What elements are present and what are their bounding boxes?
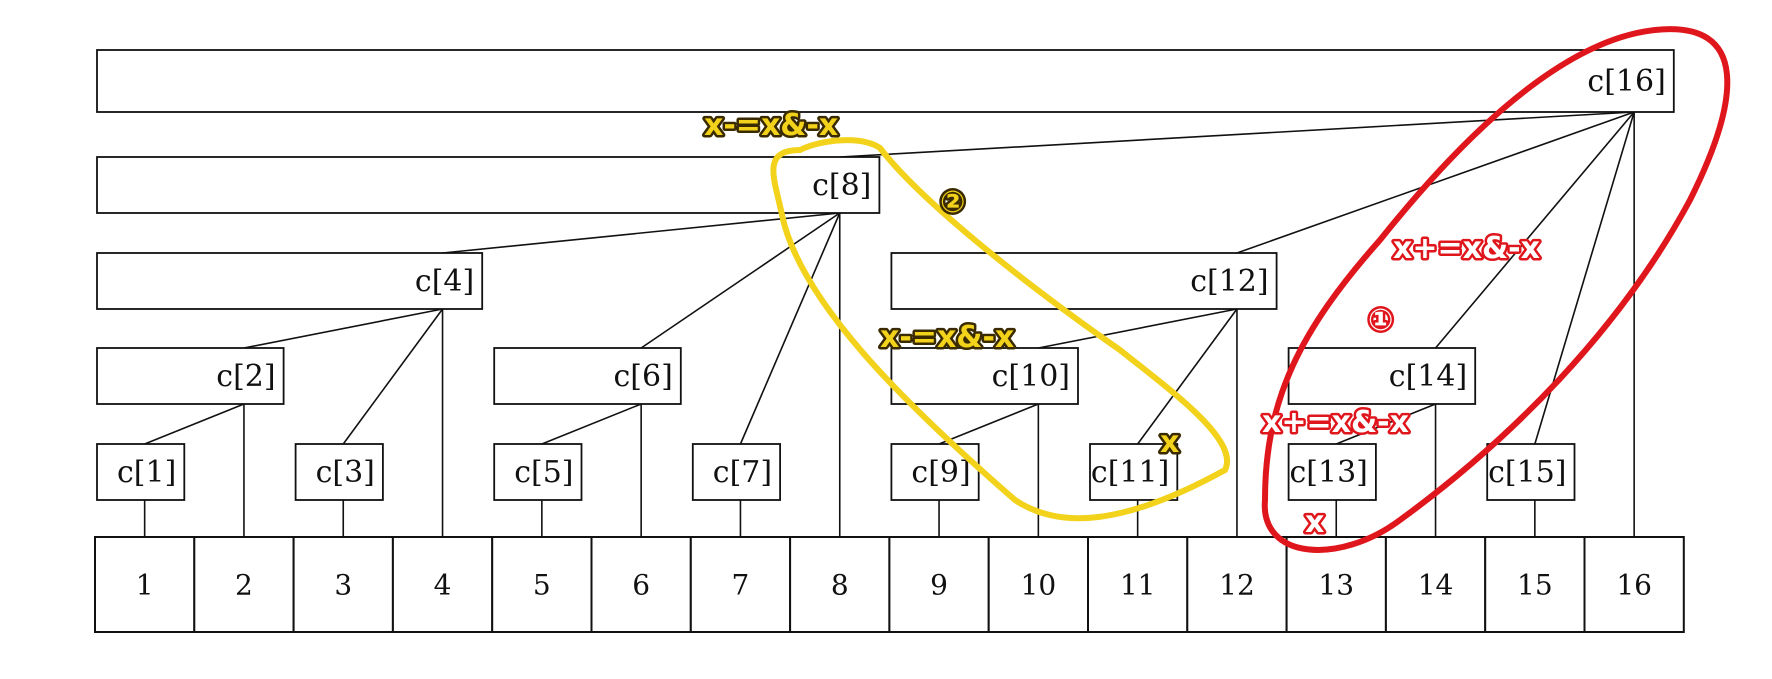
edge-c16-c15 [1534,111,1635,445]
node-box-c14 [1287,347,1477,405]
node-box-c2 [96,347,285,405]
array-cell-label-10: 10 [1021,569,1057,602]
node-label-c5: c[5] [514,455,573,490]
node-box-c13 [1287,443,1377,501]
node-box-c16 [96,49,1675,113]
node-label-c8: c[8] [812,168,871,203]
yellow-mid-annotation: x-=x&-x [880,320,1014,355]
array-cell-1 [94,536,196,633]
array-cell-4 [391,536,494,633]
edge-c8-c7 [739,212,841,445]
array-cell-label-15: 15 [1517,569,1553,602]
edge-c12-c10 [1038,308,1238,349]
tree-edges [143,111,1635,537]
array-cell-label-4: 4 [434,569,452,602]
edge-c6-c5 [541,403,642,445]
node-box-c11 [1089,443,1179,501]
node-label-c11: c[11] [1091,455,1169,490]
yellow-top-annotation: x-=x&-x [704,108,838,143]
node-box-c15 [1486,443,1576,501]
node-label-c4: c[4] [415,264,474,299]
node-box-c10 [890,347,1079,405]
array-cell-label-2: 2 [235,569,253,602]
node-label-c6: c[6] [614,359,673,394]
array-cell-3 [292,536,394,633]
array-cell-label-7: 7 [732,569,750,602]
array-cell-10 [987,536,1090,633]
node-box-c1 [96,443,186,501]
node-label-c15: c[15] [1488,455,1566,490]
yellow-query-outline [770,137,1230,522]
array-cell-label-8: 8 [831,569,849,602]
node-box-c3 [294,443,384,501]
edge-c4-c2 [243,308,443,349]
edge-c8-c4 [442,212,840,254]
edge-c8-c6 [640,212,841,349]
node-box-c4 [96,252,484,310]
node-label-c1: c[1] [117,455,176,490]
edge-c10-c9 [938,403,1039,445]
array-cell-label-11: 11 [1120,569,1156,602]
node-boxes: c[1] c[2] c[3] c[4] c[5] c[6] c[7] c[8] c[9] c[10… [96,49,1675,501]
node-label-c14: c[14] [1389,359,1467,394]
edge-c4-c3 [342,308,444,445]
edge-c2-c1 [144,403,245,445]
edge-c16-c12 [1236,111,1635,254]
node-label-c9: c[9] [911,455,970,490]
array-cell-label-12: 12 [1219,569,1255,602]
edge-c16-c14 [1434,111,1635,349]
array-cell-label-9: 9 [930,569,948,602]
array-cell-label-16: 16 [1616,569,1652,602]
edge-c14-c13 [1335,403,1436,445]
node-box-c7 [691,443,781,501]
node-label-c2: c[2] [216,359,275,394]
yellow-x-annotation: x [1160,425,1179,460]
array-cell-label-13: 13 [1318,569,1354,602]
yellow-circle-number: ② [940,185,965,220]
node-box-c6 [493,347,682,405]
edge-c16-c8 [839,111,1635,158]
array-cell-label-6: 6 [632,569,650,602]
node-box-c8 [96,156,881,214]
array-cell-label-5: 5 [533,569,551,602]
node-label-c7: c[7] [713,455,772,490]
array-cell-14 [1384,536,1487,633]
array-cell-12 [1186,536,1288,633]
array-cell-label-1: 1 [136,569,154,602]
array-cell-9 [888,536,990,633]
node-label-c10: c[10] [992,359,1070,394]
array-cell-7 [689,536,792,633]
array-cell-label-14: 14 [1418,569,1454,602]
red-update-outline [1261,26,1731,553]
node-label-c12: c[12] [1190,264,1268,299]
red-circle-number: ① [1368,303,1393,338]
node-label-c3: c[3] [316,455,375,490]
node-box-c5 [493,443,583,501]
array-cell-15 [1484,536,1586,633]
red-top-annotation: x+=x&-x [1393,231,1540,266]
node-box-c12 [890,252,1278,310]
array-cell-2 [193,536,295,633]
array-cell-6 [590,536,692,633]
edge-c12-c11 [1137,308,1238,445]
node-label-c16: c[16] [1587,64,1665,99]
array-cell-8 [789,536,891,633]
array-cell-16 [1583,536,1685,633]
array-cell-5 [491,536,593,633]
red-x-annotation: x [1305,505,1324,540]
array-cell-label-3: 3 [334,569,352,602]
node-label-c13: c[13] [1290,455,1368,490]
red-mid-annotation: x+=x&-x [1262,405,1409,440]
